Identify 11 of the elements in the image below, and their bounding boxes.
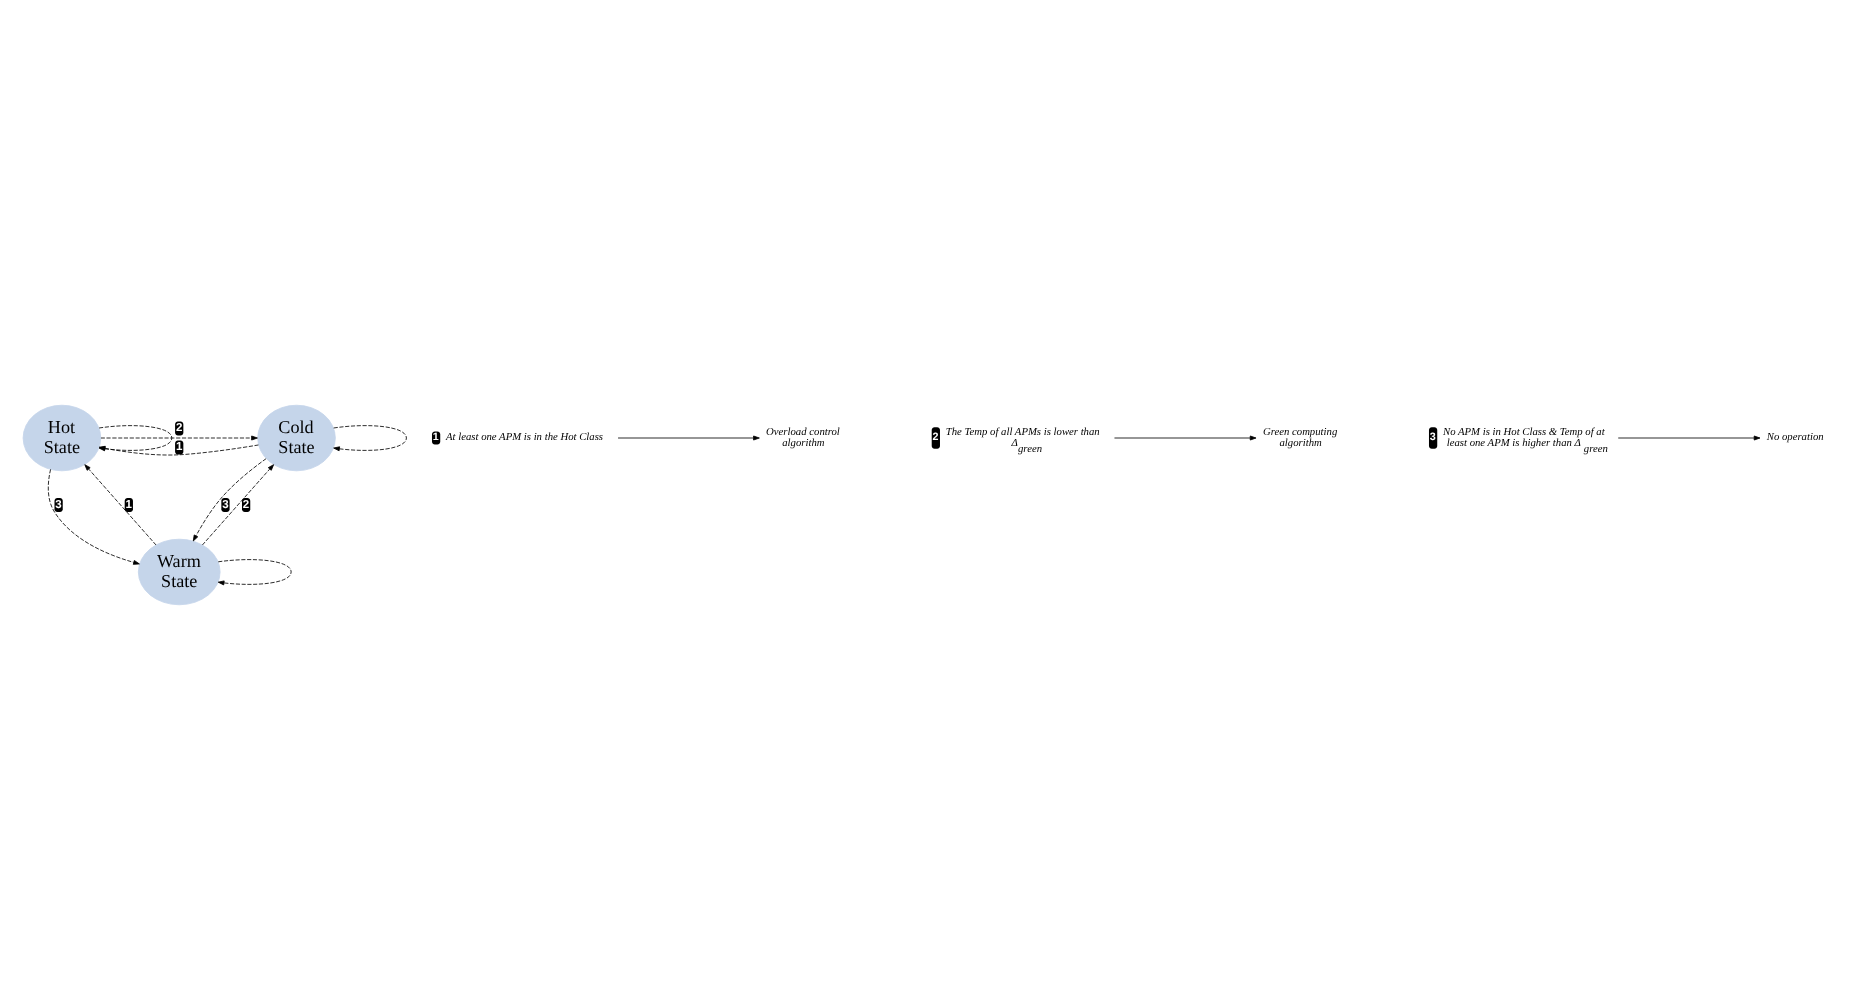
arrow xyxy=(1114,434,1257,440)
arrow xyxy=(47,467,140,564)
arrow xyxy=(333,424,407,451)
arrow xyxy=(1617,434,1761,440)
arrow xyxy=(217,558,292,585)
node-ellipse: Warm State xyxy=(137,537,221,605)
arrow xyxy=(617,434,760,440)
arrow xyxy=(192,457,267,541)
arrow xyxy=(84,463,157,545)
arrow xyxy=(100,434,258,440)
arrow xyxy=(202,463,275,545)
